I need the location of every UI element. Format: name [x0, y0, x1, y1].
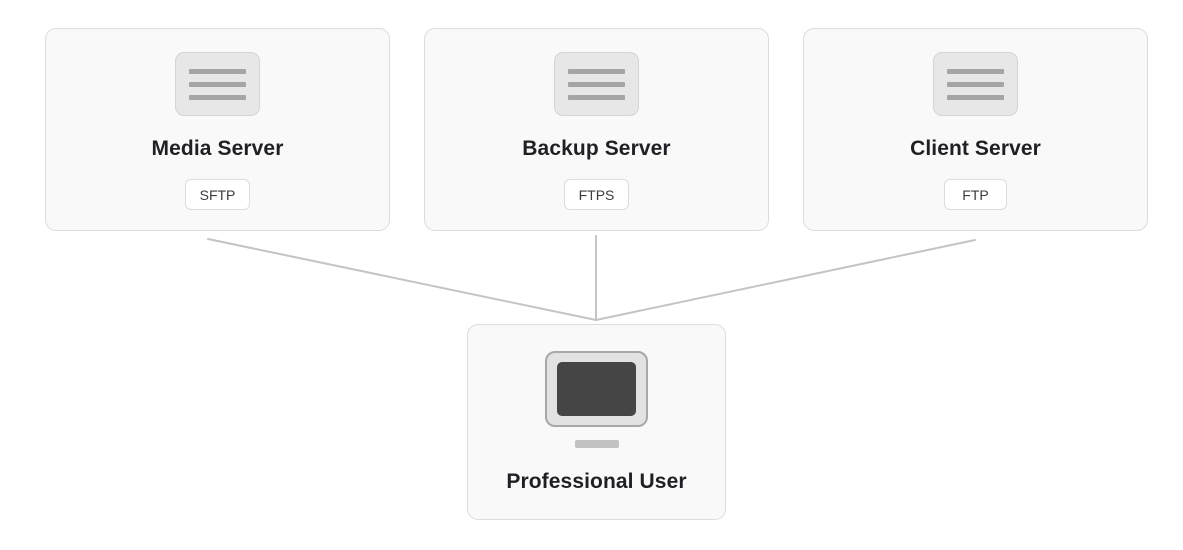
protocol-badge[interactable]: FTP: [944, 179, 1007, 210]
server-rack-icon: [175, 52, 260, 116]
node-title: Backup Server: [522, 137, 671, 160]
node-title: Media Server: [151, 137, 284, 160]
server-rack-bar: [947, 68, 1004, 74]
node-card-backup-server[interactable]: Backup Server FTPS: [424, 28, 769, 231]
server-rack-bar: [189, 68, 246, 74]
server-rack-bar: [947, 81, 1004, 87]
desktop-monitor-icon: [545, 351, 648, 427]
server-rack-icon: [554, 52, 639, 116]
server-rack-bar: [189, 94, 246, 100]
connector-media-server-to-user: [207, 238, 597, 321]
node-title: Client Server: [910, 137, 1041, 160]
server-rack-bar: [568, 81, 625, 87]
server-rack-icon: [933, 52, 1018, 116]
protocol-badge[interactable]: FTPS: [563, 179, 630, 210]
node-card-professional-user[interactable]: Professional User: [467, 324, 726, 520]
connector-client-server-to-user: [595, 239, 976, 321]
monitor-screen: [557, 362, 636, 416]
protocol-badge[interactable]: SFTP: [184, 179, 251, 210]
server-rack-bar: [568, 68, 625, 74]
node-card-media-server[interactable]: Media Server SFTP: [45, 28, 390, 231]
monitor-stand-icon: [574, 440, 619, 448]
node-card-client-server[interactable]: Client Server FTP: [803, 28, 1148, 231]
node-title: Professional User: [506, 470, 687, 493]
server-rack-bar: [568, 94, 625, 100]
server-rack-bar: [947, 94, 1004, 100]
server-rack-bar: [189, 81, 246, 87]
